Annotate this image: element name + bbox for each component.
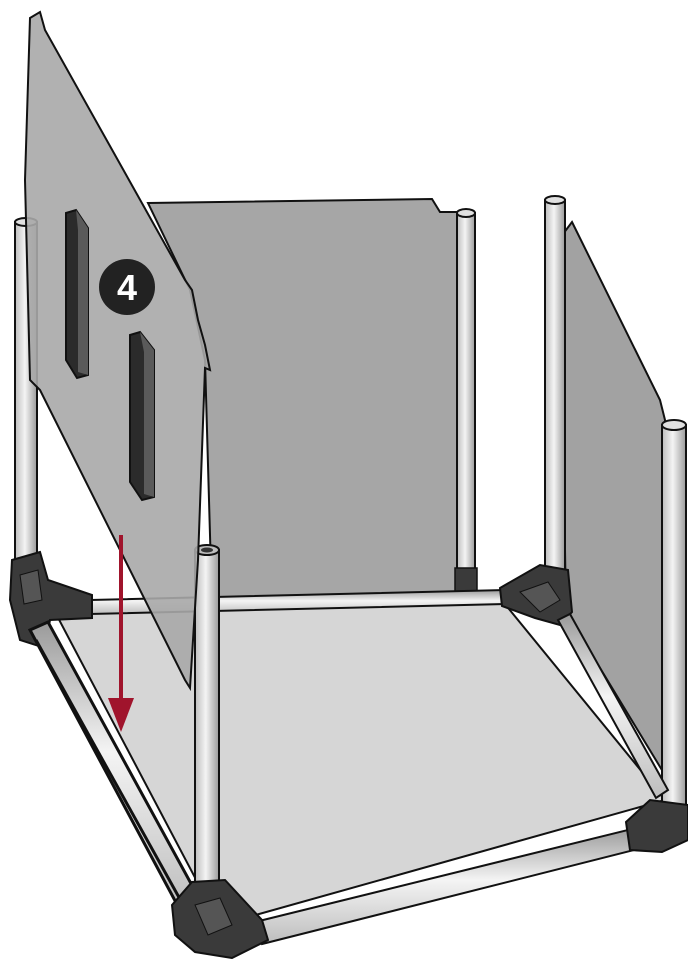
down-arrow-icon	[108, 535, 134, 732]
right-front-post	[661, 419, 687, 816]
left-back-connector	[8, 550, 93, 650]
back-right-post	[454, 208, 478, 595]
panel-grip-upper	[65, 208, 89, 380]
front-right-connector	[624, 798, 688, 854]
front-left-post	[194, 544, 220, 896]
right-back-connector	[498, 563, 574, 627]
panel-grip-lower	[129, 330, 155, 502]
left-panel-insert	[23, 10, 212, 692]
step-number: 4	[117, 267, 137, 308]
right-rail	[556, 612, 670, 800]
front-left-connector	[170, 878, 270, 959]
step-badge-icon: 4	[99, 259, 155, 315]
right-back-post	[544, 195, 566, 601]
